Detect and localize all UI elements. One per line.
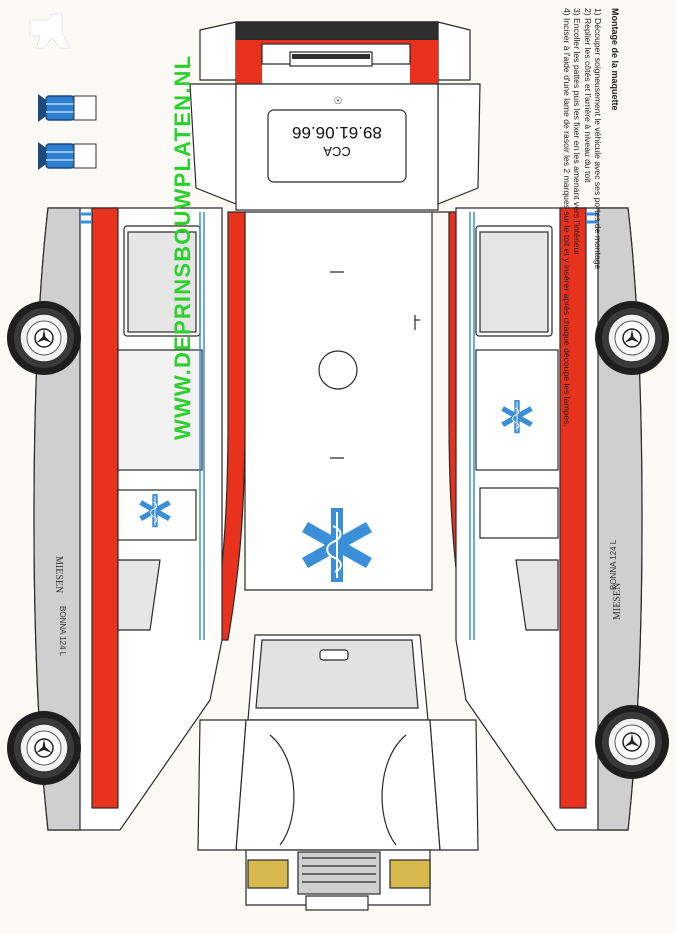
model-label-left: BONNA 124 L — [58, 606, 67, 657]
brand-label-right: MIESEN — [612, 583, 623, 620]
mercedes-star-icon — [594, 300, 670, 376]
plate-line-2: 89.61.06.66 — [292, 123, 382, 142]
roof-center — [211, 211, 483, 641]
license-plate: CCA 89.61.06.66 — [292, 123, 382, 159]
instruction-step: 4) Inciser à l'aide d'une lame de rasoir… — [562, 8, 572, 427]
instructions-title: Montage de la maquette — [610, 8, 620, 111]
mercedes-star-icon — [594, 704, 670, 780]
rear-section: ☉ — [189, 21, 481, 211]
mercedes-star-icon — [6, 710, 82, 786]
assembly-instructions: Montage de la maquette 1) Découper soign… — [562, 8, 620, 427]
instruction-step: 3) Encoller les pattes puis les fixer en… — [572, 8, 583, 256]
watermark-text: WWW.DEPRINSBOUWPLATEN.NL — [170, 54, 195, 440]
corner-mark — [29, 13, 71, 49]
mercedes-star-icon — [6, 300, 82, 376]
plate-line-1: CCA — [323, 144, 351, 159]
svg-text:☉: ☉ — [334, 96, 343, 107]
hood-section — [197, 634, 479, 911]
instruction-step: 2) Replier les côtés et l'arrière à nive… — [583, 8, 593, 183]
model-label-right: BONNA 124 L — [609, 539, 618, 590]
brand-label-left: MIESEN — [53, 556, 64, 593]
instruction-step: 1) Découper soigneusement le véhicule av… — [593, 8, 604, 270]
blue-beacon-icon — [37, 141, 97, 171]
blue-beacon-icon — [37, 93, 97, 123]
